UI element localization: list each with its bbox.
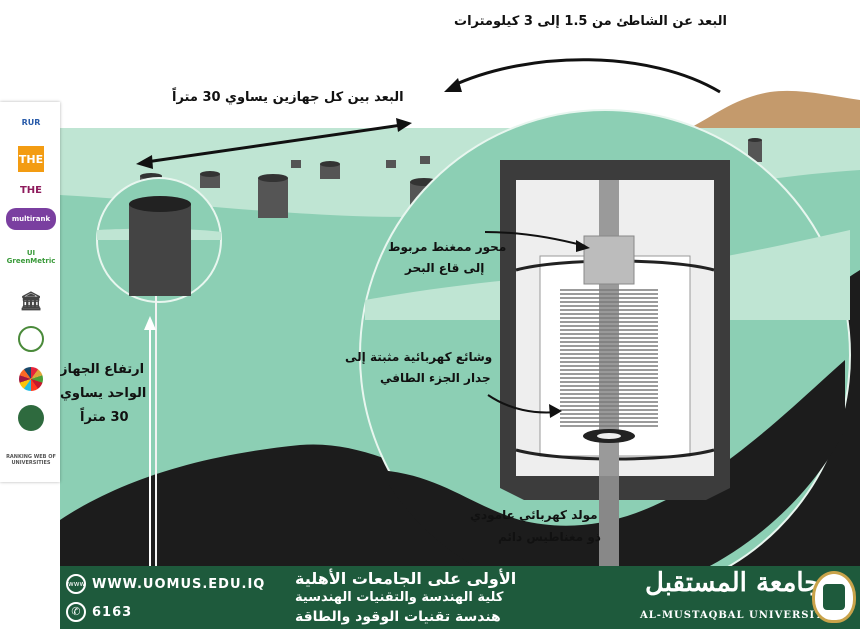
ui-greenmetric-logo: UI GreenMetric	[6, 249, 56, 265]
label-distance-between: البعد بين كل جهازين يساوي 30 متراً	[172, 90, 404, 105]
arab-engineers-logo	[6, 402, 56, 434]
label-height-3: 30 متراً	[80, 410, 129, 425]
the-impact-logo: THE	[19, 184, 43, 196]
footer-line-3: هندسة تقنيات الوقود والطاقة	[295, 609, 501, 625]
shaft-callout-arrow	[484, 231, 586, 247]
buoy-far-3	[258, 174, 288, 218]
label-generator-2: ذو مغناطيس دائم	[498, 530, 601, 544]
buoy-far-2	[200, 171, 220, 188]
laurel-icon	[18, 326, 44, 352]
sdg-wheel-icon	[19, 367, 43, 391]
label-generator-1: مولد كهربائي عامودي	[470, 508, 598, 522]
website-link[interactable]: WWW.UOMUS.EDU.IQ	[92, 577, 266, 592]
university-name-en: AL-MUSTAQBAL UNIVERSITY	[640, 610, 832, 621]
university-emblem	[812, 571, 856, 623]
buoy-far-5	[320, 161, 340, 179]
footer-bar: www WWW.UOMUS.EDU.IQ ✆ 6163 الأولى على ا…	[60, 566, 860, 629]
label-shaft-1: محور ممغنط مربوط	[388, 240, 507, 254]
the-logo: THE	[18, 146, 44, 172]
label-coils-2: جدار الجزء الطافي	[380, 371, 491, 385]
shaft-magnet	[583, 235, 635, 285]
label-height-1: ارتفاع الجهاز	[60, 362, 145, 377]
distance-between-arrow	[145, 123, 403, 164]
webometrics-logo: RANKING WEB OF UNIVERSITIES	[6, 454, 56, 466]
columns-icon: 🏛	[19, 290, 43, 312]
label-shaft-2: إلى قاع البحر	[405, 261, 485, 275]
zoom-buoy	[129, 204, 191, 296]
globe-icon: www	[66, 574, 86, 594]
phone-number: 6163	[92, 605, 133, 620]
footer-line-2: كلية الهندسة والتقنيات الهندسية	[295, 590, 504, 605]
label-height-2: الواحد يساوي	[60, 386, 147, 401]
arab-ranking-logo	[6, 324, 56, 354]
sdg-logo	[6, 364, 56, 394]
buoy-far-7	[420, 156, 430, 164]
university-name-ar: جامعة المستقبل	[645, 568, 821, 598]
ranking-logos-sidebar: RUR THE THE multirank UI GreenMetric 🏛 R…	[0, 102, 60, 482]
multirank-logo: multirank	[6, 208, 56, 230]
phone-icon: ✆	[66, 602, 86, 622]
distance-shore-arrow	[451, 58, 721, 94]
label-coils-1: وشائع كهربائية مثبتة إلى	[345, 350, 493, 364]
shore	[690, 90, 860, 128]
rur-logo: RUR	[21, 117, 41, 127]
buoy-far-9	[748, 138, 762, 162]
coil-windings	[560, 289, 658, 427]
emblem-icon	[18, 405, 44, 431]
footer-line-1: الأولى على الجامعات الأهلية	[295, 569, 517, 588]
ministry-logo: 🏛	[6, 288, 56, 314]
label-distance-shore: البعد عن الشاطئ من 1.5 إلى 3 كيلومترات	[454, 14, 727, 29]
emblem-center-icon	[823, 584, 845, 610]
buoy-far-4	[291, 160, 301, 168]
buoy-far-6	[386, 160, 396, 168]
